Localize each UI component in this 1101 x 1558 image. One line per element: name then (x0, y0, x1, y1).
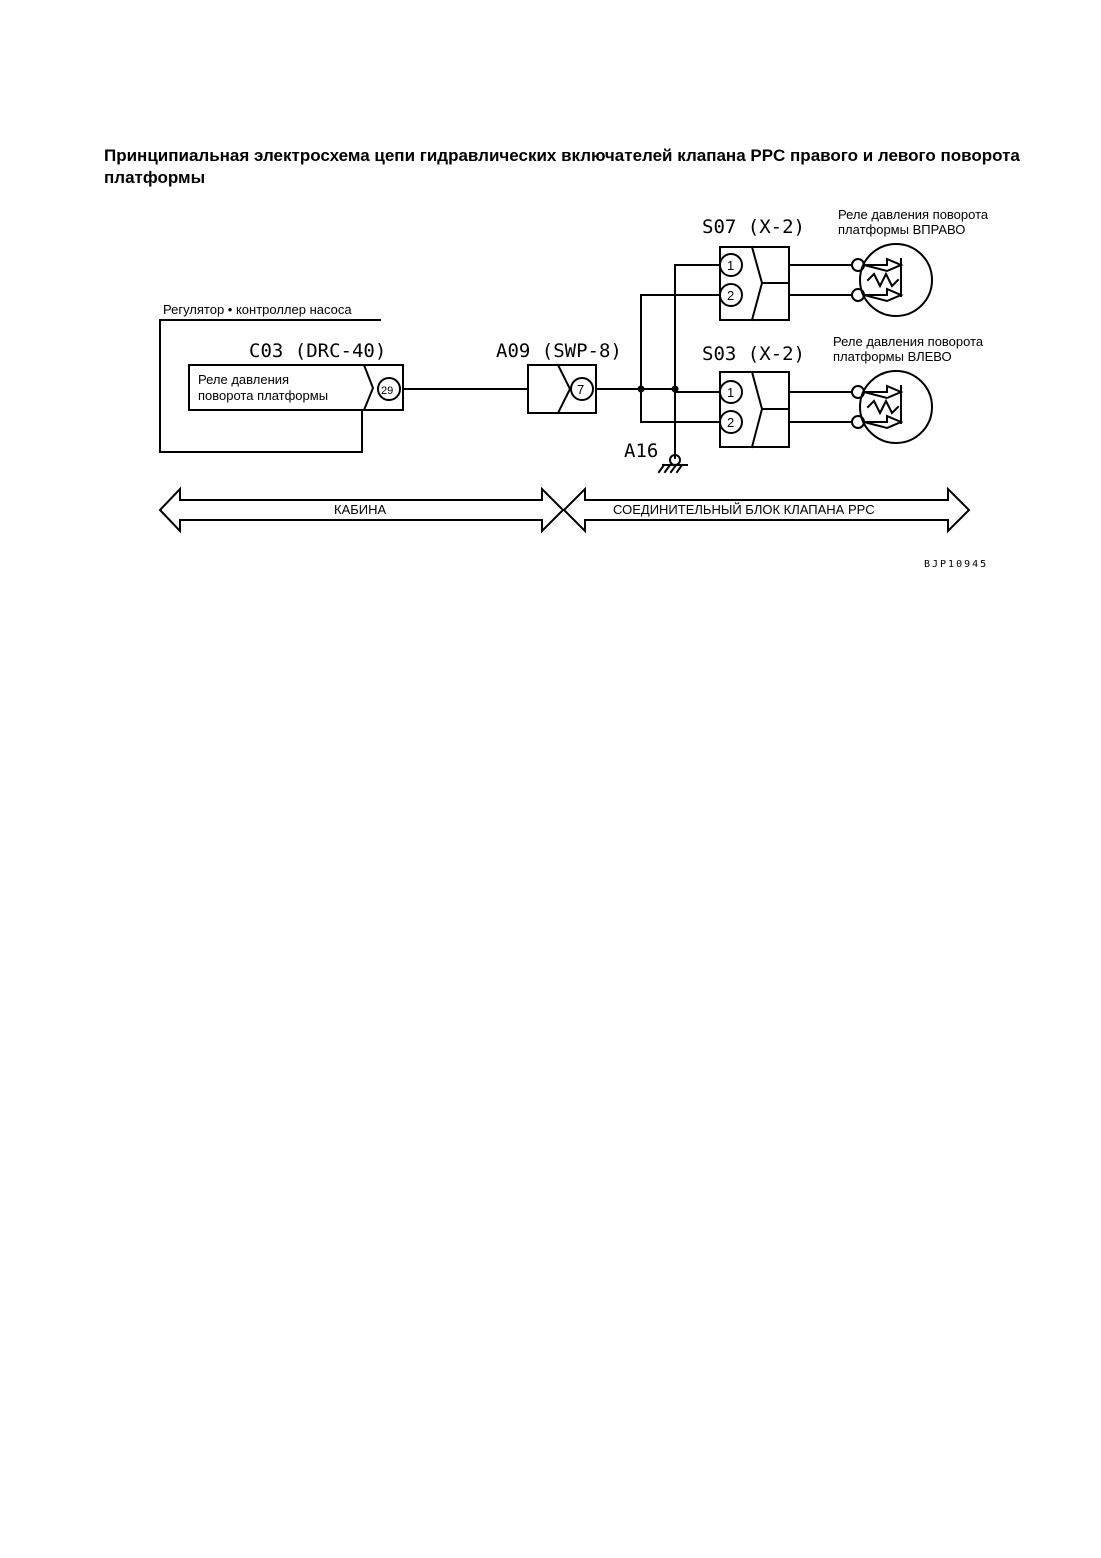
s03-connector-label: S03 (X-2) (702, 343, 805, 365)
controller-inner-line-1: Реле давления (198, 372, 289, 387)
controller-connector-housing-icon (188, 364, 375, 411)
controller-connector-label: C03 (DRC-40) (249, 340, 386, 362)
s07-pin2-label: 2 (727, 288, 734, 303)
s03-pin2-circle (719, 410, 743, 434)
controller-label: Регулятор • контроллер насоса (163, 302, 352, 317)
ground-symbol-icon (657, 463, 688, 474)
ppc-block-zone-label: СОЕДИНИТЕЛЬНЫЙ БЛОК КЛАПАНА PPC (613, 502, 875, 517)
pump-controller-outline (159, 319, 381, 453)
switch-right-pressure-switch-icon (859, 243, 933, 317)
switch-left-label-line-2: платформы ВЛЕВО (833, 349, 952, 364)
controller-pin-label: 29 (381, 385, 393, 397)
switch-right-zigzag (866, 271, 900, 289)
ground-label: A16 (624, 440, 658, 462)
s03-pin1-circle (719, 380, 743, 404)
switch-left-contact-top (863, 384, 904, 424)
page-title: Принципиальная электросхема цепи гидравл… (104, 146, 1020, 187)
a09-pin-circle (570, 377, 594, 401)
figure-code: BJP10945 (924, 559, 988, 570)
switch-left-zigzag (866, 398, 900, 416)
cabin-zone-label: КАБИНА (334, 502, 387, 517)
switch-left-pressure-switch-icon (859, 370, 933, 444)
s03-connector-housing-icon (719, 370, 790, 449)
switch-right-contact-top (863, 257, 904, 297)
controller-inner-line-2: поворота платформы (198, 388, 328, 403)
junction-ground-left (671, 385, 679, 393)
s03-pin1-label: 1 (727, 385, 734, 400)
a09-connector-label: A09 (SWP-8) (496, 340, 622, 362)
ppc-block-arrow (562, 486, 971, 534)
s07-connector-label: S07 (X-2) (702, 216, 805, 238)
switch-left-contact-bottom (863, 414, 904, 430)
a09-pin-label: 7 (577, 382, 584, 397)
switch-right-label-line-2: платформы ВПРАВО (838, 222, 965, 237)
s07-pin2-circle (719, 283, 743, 307)
switch-right-contact-bottom (863, 287, 904, 303)
s07-pin1-label: 1 (727, 258, 734, 273)
controller-pin-shell (363, 364, 404, 411)
s07-pin1-circle (719, 253, 743, 277)
switch-right-label-line-1: Реле давления поворота (838, 207, 989, 222)
controller-pin-circle (377, 377, 401, 401)
junction-a09 (637, 385, 645, 393)
a09-connector-housing-icon (527, 363, 597, 415)
switch-left-label-line-1: Реле давления поворота (833, 334, 984, 349)
s03-pin2-label: 2 (727, 415, 734, 430)
